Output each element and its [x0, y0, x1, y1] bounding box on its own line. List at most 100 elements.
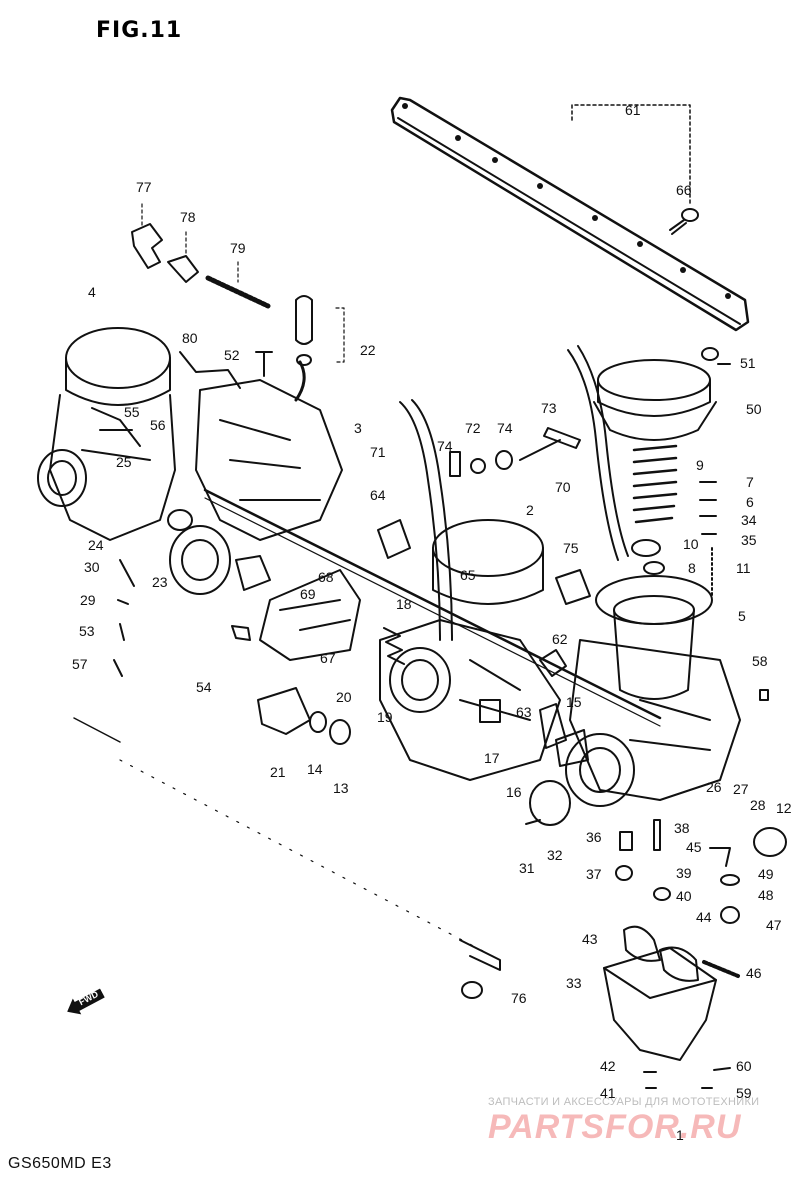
callout-50: 50 [746, 401, 762, 417]
callout-21: 21 [270, 764, 286, 780]
callout-74-left: 74 [437, 438, 453, 454]
callout-49: 49 [758, 866, 774, 882]
callout-51: 51 [740, 355, 756, 371]
callout-73: 73 [541, 400, 557, 416]
callout-80: 80 [182, 330, 198, 346]
callout-3: 3 [354, 420, 362, 436]
figure-title: FIG.11 [96, 18, 183, 43]
callout-45: 45 [686, 839, 702, 855]
callout-39: 39 [676, 865, 692, 881]
callout-57: 57 [72, 656, 88, 672]
callout-40: 40 [676, 888, 692, 904]
carburetor-body-second [169, 360, 361, 661]
callout-72: 72 [465, 420, 481, 436]
callout-56: 56 [150, 417, 166, 433]
callout-79: 79 [230, 240, 246, 256]
callout-29: 29 [80, 592, 96, 608]
callout-69: 69 [300, 586, 316, 602]
callout-37: 37 [586, 866, 602, 882]
callout-76: 76 [511, 990, 527, 1006]
callout-6: 6 [746, 494, 754, 510]
callout-74-right: 74 [497, 420, 513, 436]
callout-64: 64 [370, 487, 386, 503]
callout-44: 44 [696, 909, 712, 925]
callout-10: 10 [683, 536, 699, 552]
callout-34: 34 [741, 512, 757, 528]
carburetor-body-center [379, 519, 561, 781]
callout-25: 25 [116, 454, 132, 470]
callout-65: 65 [460, 567, 476, 583]
callout-77: 77 [136, 179, 152, 195]
callout-33: 33 [566, 975, 582, 991]
callout-4: 4 [88, 284, 96, 300]
callout-41: 41 [600, 1085, 616, 1101]
callout-16: 16 [506, 784, 522, 800]
callout-38: 38 [674, 820, 690, 836]
callout-12: 12 [776, 800, 792, 816]
callout-68: 68 [318, 569, 334, 585]
callout-32: 32 [547, 847, 563, 863]
model-code: GS650MD E3 [8, 1155, 112, 1172]
callout-42: 42 [600, 1058, 616, 1074]
part-70-hose [567, 345, 629, 561]
part-5-diaphragm [595, 539, 713, 700]
callout-63: 63 [516, 704, 532, 720]
part-9-spring [632, 444, 678, 524]
part-52-screw [255, 351, 273, 377]
watermark-brand: PARTSFOR.RU [488, 1108, 742, 1146]
callout-66: 66 [676, 182, 692, 198]
part-51-screw [701, 347, 731, 365]
callout-17: 17 [484, 750, 500, 766]
part-19-spring [383, 627, 405, 665]
callout-26: 26 [706, 779, 722, 795]
callout-46: 46 [746, 965, 762, 981]
callout-27: 27 [733, 781, 749, 797]
small-hardware [113, 427, 787, 1089]
callout-78: 78 [180, 209, 196, 225]
callout-67: 67 [320, 650, 336, 666]
watermark-tagline: ЗАПЧАСТИ И АКСЕССУАРЫ ДЛЯ МОТОТЕХНИКИ [488, 1096, 760, 1108]
callout-52: 52 [224, 347, 240, 363]
part-77-79-link-and-spring [131, 203, 271, 309]
callout-48: 48 [758, 887, 774, 903]
part-61-mounting-plate [390, 96, 750, 332]
part-33-float-bowl [603, 925, 717, 1061]
callout-61: 61 [625, 102, 641, 118]
callout-2: 2 [526, 502, 534, 518]
throttle-shaft [203, 488, 662, 727]
callout-35: 35 [741, 532, 757, 548]
callout-19: 19 [377, 709, 393, 725]
callout-71: 71 [370, 444, 386, 460]
callout-11: 11 [736, 560, 751, 576]
part-66-screw [669, 208, 699, 235]
carburetor-body-left [37, 327, 241, 541]
callout-30: 30 [84, 559, 100, 575]
part-76-rail [73, 717, 501, 999]
callout-8: 8 [688, 560, 696, 576]
callout-24: 24 [88, 537, 104, 553]
callout-55: 55 [124, 404, 140, 420]
callout-59: 59 [736, 1085, 752, 1101]
callout-15: 15 [566, 694, 582, 710]
callout-20: 20 [336, 689, 352, 705]
callout-1: 1 [676, 1127, 684, 1143]
callout-31: 31 [519, 860, 535, 876]
callout-70: 70 [555, 479, 571, 495]
part-22-tube [295, 295, 345, 366]
part-50-top-cap [593, 359, 717, 441]
callout-23: 23 [152, 574, 168, 590]
callout-62: 62 [552, 631, 568, 647]
callout-13: 13 [333, 780, 349, 796]
callout-22: 22 [360, 342, 376, 358]
callout-60: 60 [736, 1058, 752, 1074]
callout-53: 53 [79, 623, 95, 639]
callout-36: 36 [586, 829, 602, 845]
callout-54: 54 [196, 679, 212, 695]
callout-58: 58 [752, 653, 768, 669]
callout-47: 47 [766, 917, 782, 933]
callout-7: 7 [746, 474, 754, 490]
callout-43: 43 [582, 931, 598, 947]
callout-9: 9 [696, 457, 704, 473]
